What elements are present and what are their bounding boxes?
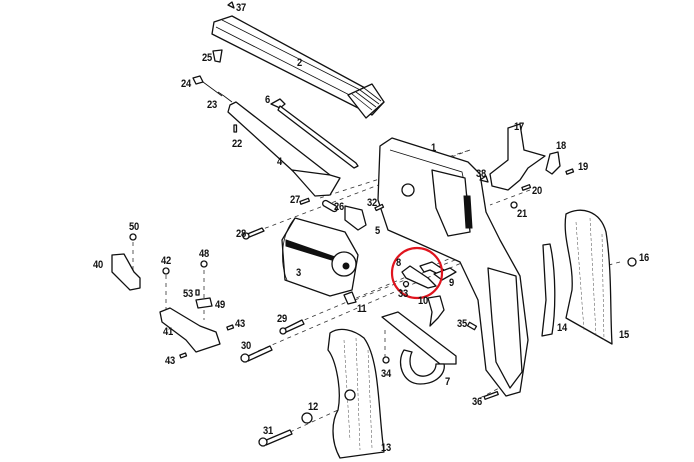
- part-label-43b: 43: [165, 355, 175, 367]
- part-label-53: 53: [183, 288, 193, 300]
- right-grip-part: [541, 209, 637, 345]
- part-label-5: 5: [375, 225, 380, 237]
- rear-sight-base-part: [159, 260, 235, 359]
- part-label-16: 16: [639, 252, 649, 264]
- part-label-9: 9: [449, 277, 454, 289]
- part-label-20: 20: [532, 185, 542, 197]
- part-label-8: 8: [396, 257, 401, 269]
- part-label-2: 2: [297, 57, 302, 69]
- part-label-35: 35: [457, 318, 467, 330]
- part-label-13: 13: [381, 442, 391, 454]
- part-label-22: 22: [232, 138, 242, 150]
- part-label-7: 7: [445, 376, 450, 388]
- front-sight-part: [212, 49, 223, 63]
- part-label-37: 37: [236, 2, 246, 14]
- part-label-4: 4: [277, 156, 282, 168]
- part-label-28: 28: [236, 228, 246, 240]
- cylinder-pin-part: [270, 98, 359, 169]
- cylinder-part: [281, 217, 359, 297]
- hammer-part: [479, 123, 575, 209]
- part-label-19: 19: [578, 161, 588, 173]
- part-label-48: 48: [199, 248, 209, 260]
- screw-34-part: [382, 356, 390, 364]
- part-label-3: 3: [296, 267, 301, 279]
- pin-36-part: [483, 391, 499, 400]
- part-label-27: 27: [290, 194, 300, 206]
- part-label-50: 50: [129, 221, 139, 233]
- latch-part: [192, 75, 233, 103]
- part-label-30: 30: [241, 340, 251, 352]
- frame-part: [377, 137, 529, 397]
- loading-lever-part: [227, 101, 341, 197]
- link-part: [322, 199, 338, 213]
- sight-screw-part: [227, 1, 235, 9]
- part-label-32: 32: [367, 197, 377, 209]
- part-label-12: 12: [308, 401, 318, 413]
- part-label-24: 24: [181, 78, 191, 90]
- part-label-17: 17: [514, 121, 524, 133]
- nipple-part: [343, 291, 357, 305]
- pin-27-part: [299, 197, 311, 205]
- part-label-31: 31: [263, 425, 273, 437]
- part-label-29: 29: [277, 313, 287, 325]
- part-label-36: 36: [472, 396, 482, 408]
- barrel-part: [211, 15, 385, 119]
- part-label-38: 38: [476, 168, 486, 180]
- part-label-21: 21: [517, 208, 527, 220]
- part-label-15: 15: [619, 329, 629, 341]
- part-label-43a: 43: [235, 318, 245, 330]
- part-label-34: 34: [381, 368, 391, 380]
- part-label-42: 42: [161, 255, 171, 267]
- part-label-14: 14: [557, 322, 567, 334]
- screws: [240, 227, 305, 447]
- left-grip-part: [301, 328, 385, 459]
- part-label-11: 11: [357, 303, 367, 315]
- part-label-49: 49: [215, 299, 225, 311]
- part-label-6: 6: [265, 94, 270, 106]
- part-label-23: 23: [207, 99, 217, 111]
- screw-35-part: [466, 321, 478, 331]
- part-label-25: 25: [202, 52, 212, 64]
- plunger-part: [344, 205, 367, 231]
- part-label-41: 41: [163, 326, 173, 338]
- pin-32-part: [374, 203, 385, 212]
- rear-sight-blade-part: [111, 233, 141, 291]
- part-label-33: 33: [398, 288, 408, 300]
- highlight-circle: [390, 246, 444, 300]
- trigger-part: [427, 295, 445, 327]
- part-label-18: 18: [556, 140, 566, 152]
- part-label-26: 26: [334, 201, 344, 213]
- pin-22-part: [233, 124, 238, 133]
- part-label-10: 10: [418, 295, 428, 307]
- hand-part: [401, 261, 457, 289]
- trigger-guard-part: [381, 311, 457, 385]
- part-label-40: 40: [93, 259, 103, 271]
- part-label-1: 1: [431, 142, 436, 154]
